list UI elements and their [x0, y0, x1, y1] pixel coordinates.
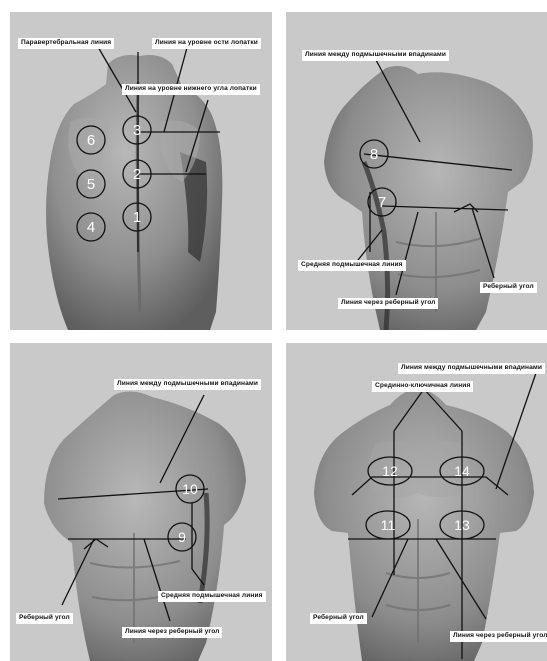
label-between-armpits-3: Линия между подмышечными впадинами	[398, 363, 545, 374]
label-mid-axillary-1: Средняя подмышечная линия	[298, 260, 406, 271]
panel-front-view-7-8: 8 7 Линия между подмышечными впадинами С…	[286, 12, 547, 330]
panel-front-view-9-10: 10 9 Линия между подмышечными впадинами …	[10, 343, 272, 661]
label-through-costal-angle-3: Линия через реберный угол	[450, 631, 547, 642]
label-through-costal-angle-2: Линия через реберный угол	[122, 627, 222, 638]
zone-6-label: 6	[87, 132, 95, 149]
zone-12-label: 12	[382, 463, 398, 479]
zone-8-label: 8	[370, 146, 378, 163]
zone-1-label: 1	[133, 209, 141, 226]
back-torso-illustration: 3 2 1 6 5 4	[10, 12, 272, 330]
label-between-armpits-1: Линия между подмышечными впадинами	[302, 50, 449, 61]
zone-7-label: 7	[378, 194, 386, 211]
zone-2-label: 2	[133, 166, 141, 183]
zone-14-label: 14	[454, 463, 470, 479]
panel-front-view-11-14: 12 14 11 13 Линия между подмышечными впа…	[286, 343, 547, 661]
zone-10-label: 10	[182, 481, 198, 497]
label-through-costal-angle-1: Линия через реберный угол	[338, 298, 438, 309]
label-between-armpits-2: Линия между подмышечными впадинами	[114, 379, 261, 390]
zone-5-label: 5	[87, 176, 95, 193]
zone-3-label: 3	[133, 122, 141, 139]
label-costal-angle-1: Реберный угол	[480, 282, 537, 293]
label-mid-axillary-2: Средняя подмышечная линия	[158, 591, 266, 602]
panel-back-view: 3 2 1 6 5 4 Паравертебральная линия Лини…	[10, 12, 272, 330]
label-spine-level: Линия на уровне ости лопатки	[152, 38, 261, 49]
label-midclavicular: Срединно-ключичная линия	[372, 381, 473, 392]
label-paravertebral: Паравертебральная линия	[18, 38, 114, 49]
zone-13-label: 13	[454, 517, 470, 533]
zone-4-label: 4	[87, 219, 95, 236]
label-costal-angle-2: Реберный угол	[16, 613, 73, 624]
zone-9-label: 9	[178, 529, 186, 545]
zone-11-label: 11	[381, 517, 396, 533]
label-lower-angle: Линия на уровне нижнего угла лопатки	[122, 84, 260, 95]
label-costal-angle-3: Реберный угол	[310, 613, 367, 624]
